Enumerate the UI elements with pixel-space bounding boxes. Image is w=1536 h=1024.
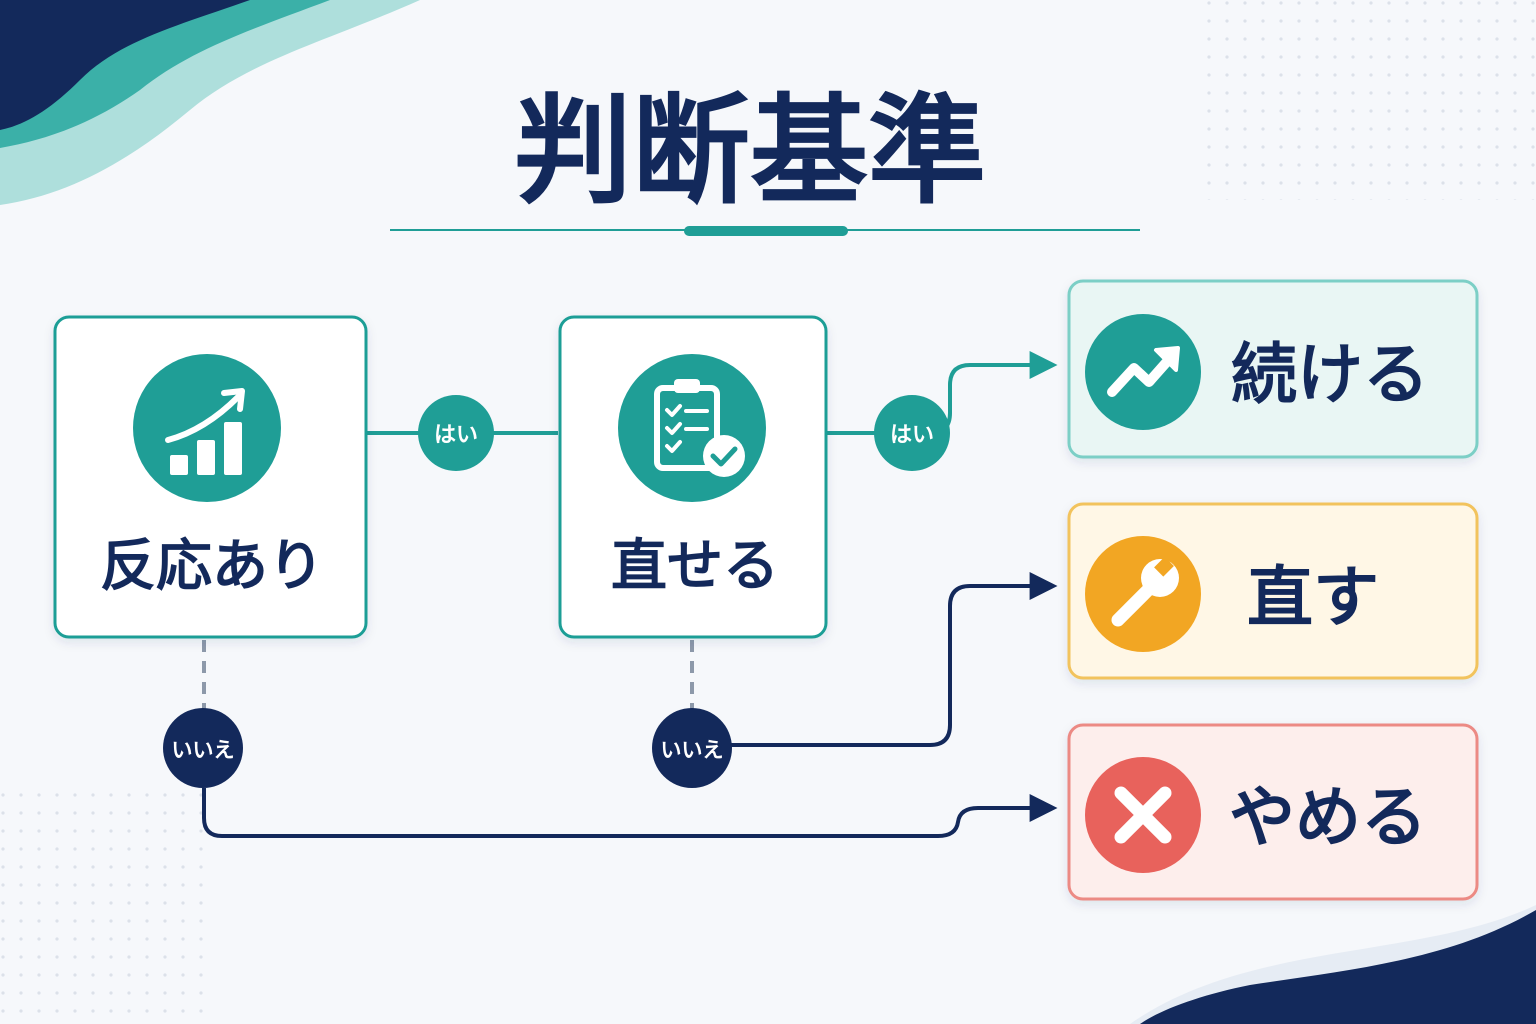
- decision-node-fixable: 直せる: [558, 315, 828, 639]
- outcome-label-fix: 直す: [1247, 559, 1379, 636]
- dot-pattern-bottom-left: [0, 780, 210, 1024]
- outcome-label-stop: やめる: [1229, 779, 1427, 856]
- connector-badge-no-2: いいえ: [652, 708, 732, 788]
- outcome-fix: 直す: [1067, 502, 1479, 680]
- connector-fixable-to-fix: [730, 572, 1058, 747]
- wave-bottom-right-navy: [1140, 910, 1536, 1024]
- trending-up-icon: [1107, 346, 1180, 397]
- title-underline-accent: [684, 226, 848, 236]
- connector-badge-yes-2: はい: [874, 395, 950, 471]
- connector-response-to-stop: [202, 788, 1058, 838]
- decision-label-response: 反応あり: [100, 534, 324, 599]
- bar-chart-growth-icon: [165, 388, 245, 475]
- dot-pattern-top-right: [1200, 0, 1536, 200]
- close-x-icon: [1114, 786, 1172, 844]
- connectors: [202, 351, 1058, 838]
- connector-label-yes-1: はい: [434, 423, 478, 448]
- connector-label-no-2: いいえ: [661, 738, 724, 762]
- decision-icon-badge-response: [133, 354, 281, 502]
- outcome-continue: 続ける: [1067, 279, 1479, 459]
- decision-label-fixable: 直せる: [611, 534, 779, 599]
- outcome-label-continue: 続ける: [1231, 336, 1429, 413]
- page-title: 判断基準: [514, 82, 986, 220]
- wrench-icon: [1111, 556, 1179, 627]
- connector-badge-yes-1: はい: [418, 395, 494, 471]
- connector-label-yes-2: はい: [890, 423, 934, 448]
- outcome-stop: やめる: [1067, 723, 1479, 901]
- connector-label-no-1: いいえ: [172, 738, 235, 762]
- connector-badge-no-1: いいえ: [163, 708, 243, 788]
- clipboard-check-icon: [654, 379, 745, 477]
- decision-node-response: 反応あり: [53, 315, 368, 639]
- wave-top-left-navy: [0, 0, 250, 130]
